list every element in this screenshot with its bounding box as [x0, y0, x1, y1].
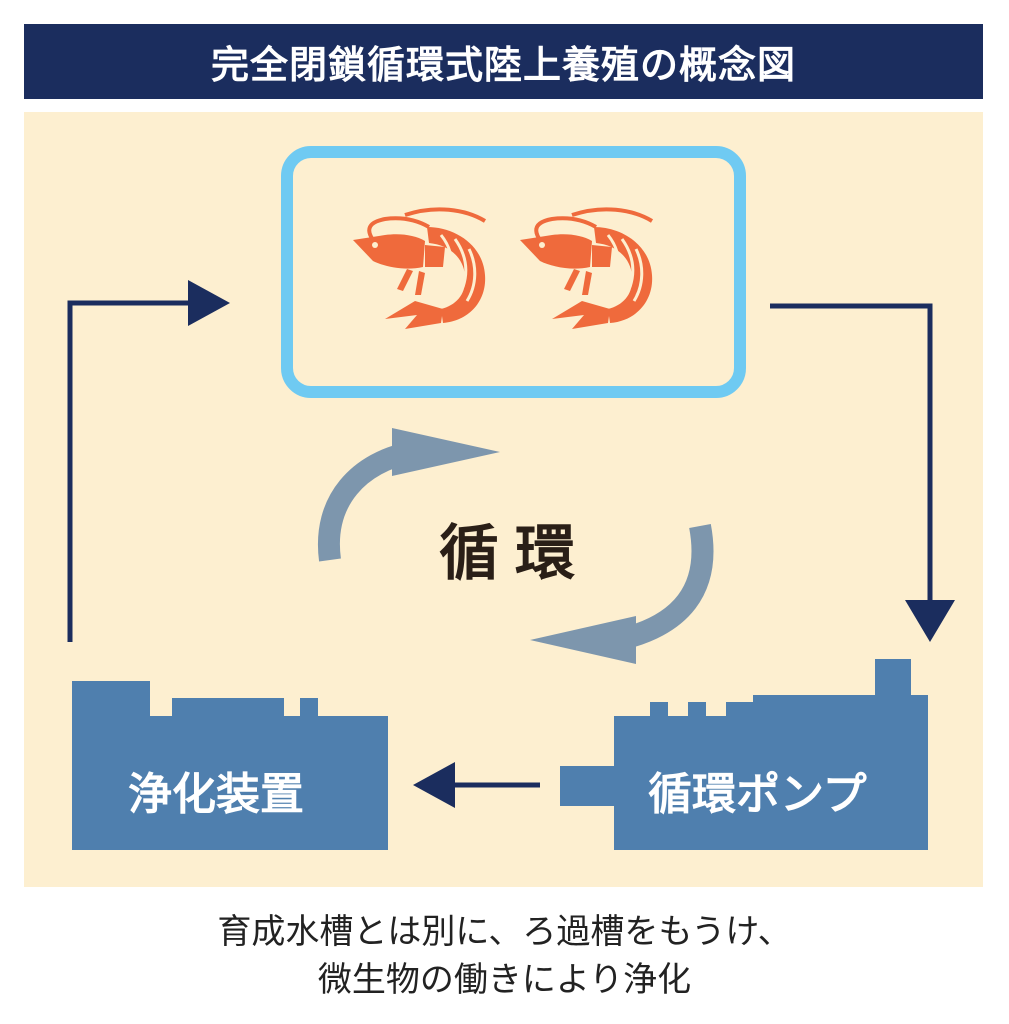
purifier-unit [72, 681, 388, 850]
diagram-title: 完全閉鎖循環式陸上養殖の概念図 [210, 43, 796, 87]
shrimp-icon [520, 207, 654, 329]
cycle-arrow-upper [317, 428, 500, 562]
flow-arrow-tank-to-pump [770, 303, 955, 642]
cycle-label: 循環 [439, 519, 591, 589]
cycle-arrow-lower [530, 523, 714, 664]
pump-label: 循環ポンプ [648, 769, 867, 820]
caption-line-1: 育成水槽とは別に、ろ過槽をもうけ、 [217, 912, 792, 952]
flow-arrow-pump-to-purifier [413, 762, 540, 808]
shrimp-icon [353, 207, 487, 329]
breeding-tank [281, 146, 746, 398]
purifier-label: 浄化装置 [128, 769, 304, 820]
pump-unit [560, 659, 928, 850]
flow-arrow-purifier-to-tank [67, 280, 230, 642]
title-bar: 完全閉鎖循環式陸上養殖の概念図 [24, 24, 983, 99]
caption-line-2: 微生物の働きにより浄化 [317, 960, 692, 1000]
